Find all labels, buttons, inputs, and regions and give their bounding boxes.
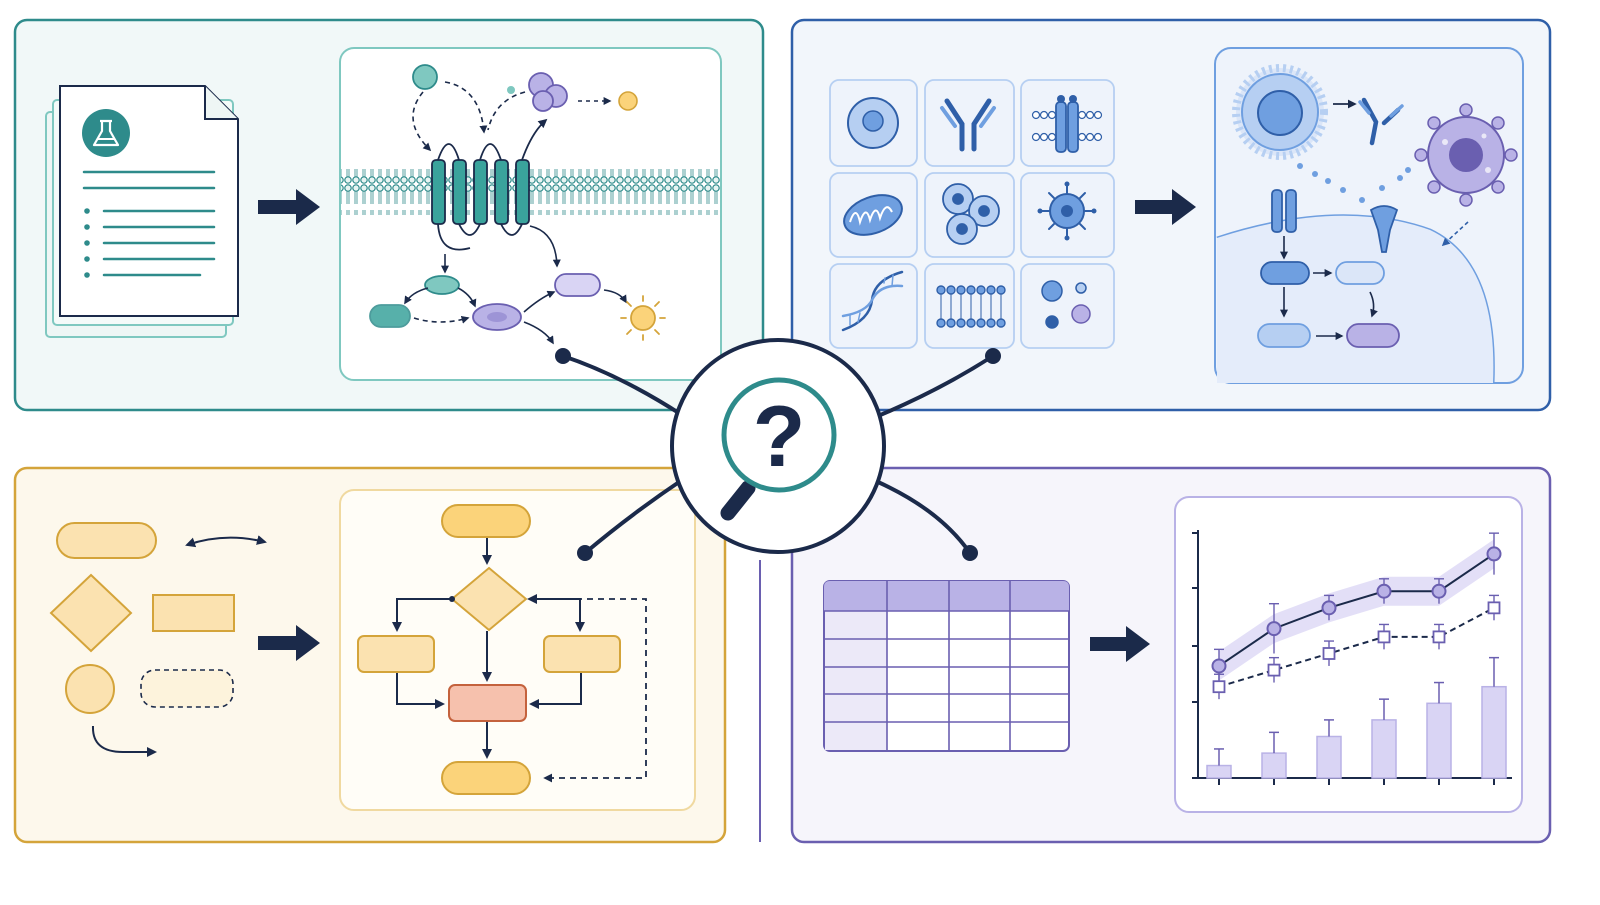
question-mark: ? — [753, 389, 806, 485]
confidence-band — [1219, 539, 1494, 681]
flowchart-decision — [450, 566, 528, 632]
line-series-solid — [1218, 553, 1495, 667]
flowchart-end — [441, 761, 531, 795]
arrow-shapes-to-flowchart — [258, 625, 320, 661]
bilayer-icon — [936, 285, 1006, 328]
flowchart-highlight-process — [448, 684, 527, 722]
virus-icon — [1037, 181, 1097, 241]
connector-endpoints — [555, 348, 1001, 561]
receptor-helices — [431, 159, 530, 225]
membrane-channel-icon — [1031, 95, 1103, 153]
line-series — [1211, 532, 1502, 700]
antibody-icon — [1358, 97, 1404, 146]
data-point — [1321, 600, 1337, 616]
sun-icon — [620, 295, 666, 341]
receptor-protein — [1369, 205, 1399, 253]
data-point — [1267, 663, 1281, 677]
data-table — [823, 580, 1070, 752]
virus-icon — [1414, 103, 1518, 207]
cell-cluster-icon — [942, 183, 1000, 245]
immune-cell — [1232, 64, 1328, 160]
cell-icon — [847, 97, 899, 149]
data-point — [1432, 630, 1446, 644]
enzyme-complex — [528, 72, 568, 112]
signaling-pathway-diagram — [339, 47, 722, 381]
data-point — [1212, 680, 1226, 694]
mitochondrion-icon — [843, 194, 903, 236]
decision-shape — [49, 573, 133, 653]
flowchart-diagram — [339, 489, 696, 811]
data-point — [1322, 647, 1336, 660]
data-point — [1211, 658, 1227, 674]
arrow-literature-to-pathway — [258, 189, 320, 225]
y-axis — [1192, 530, 1199, 778]
bar — [1371, 719, 1397, 779]
flowchart-process-right — [543, 635, 621, 673]
data-point — [1376, 583, 1392, 599]
data-point — [1377, 630, 1391, 644]
bar — [1426, 702, 1452, 779]
data-point — [1487, 601, 1501, 615]
x-ticks — [1218, 778, 1495, 785]
arrow-components-to-cell — [1135, 189, 1196, 225]
bar — [1206, 764, 1232, 779]
particles-icon — [1041, 280, 1091, 329]
flask-icon — [82, 109, 130, 157]
document-stack-icon — [45, 85, 239, 338]
magnifier-icon — [720, 377, 837, 521]
cell-membrane — [341, 169, 720, 215]
data-point — [1486, 546, 1502, 562]
bar-series — [1206, 656, 1507, 779]
chart-panel — [1174, 496, 1523, 813]
antibody-icon — [940, 98, 996, 152]
dna-icon — [841, 270, 904, 332]
receptor-channel — [1271, 189, 1297, 233]
flowchart-start — [441, 504, 531, 538]
bar — [1316, 735, 1342, 779]
connector-lines — [561, 354, 995, 555]
data-point — [1431, 583, 1447, 599]
line-series-dashed — [1218, 606, 1495, 688]
component-grid — [829, 79, 1115, 349]
signal-dots — [1297, 163, 1411, 203]
flowchart-process-left — [357, 635, 435, 673]
cell-interaction-diagram — [1214, 47, 1524, 384]
data-point — [1266, 621, 1282, 637]
arrow-table-to-plot — [1090, 626, 1150, 662]
flowchart-shape-palette — [49, 522, 267, 757]
ligand-molecule — [412, 64, 438, 90]
bar — [1261, 752, 1287, 779]
bar — [1481, 685, 1507, 779]
